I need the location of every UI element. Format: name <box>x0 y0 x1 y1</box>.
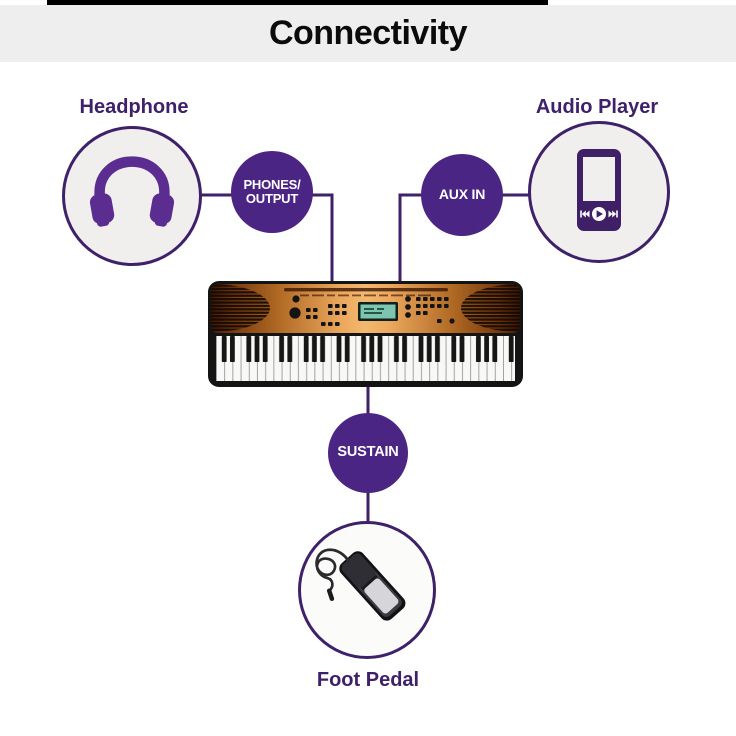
top-border-strip <box>47 0 548 5</box>
wire-phones-to-keyboard <box>311 193 334 284</box>
lcd-display <box>358 302 398 321</box>
left-speaker <box>211 284 270 332</box>
audio-player-label: Audio Player <box>535 96 659 118</box>
foot-pedal-icon <box>304 534 430 647</box>
phones-output-line1: PHONES/ <box>243 176 301 192</box>
aux-in-label: AUX IN <box>438 186 486 203</box>
page-title: Connectivity <box>268 14 468 52</box>
brand-strip <box>284 288 448 292</box>
piano-keys <box>216 336 515 381</box>
audio-player-circle <box>528 121 670 263</box>
mp3-player-icon <box>576 148 622 237</box>
right-speaker <box>461 284 520 332</box>
headphone-circle <box>62 126 202 266</box>
foot-pedal-label: Foot Pedal <box>316 669 420 691</box>
foot-pedal-circle <box>298 521 436 659</box>
panel-buttons <box>289 295 455 326</box>
headphone-label: Headphone <box>79 96 189 118</box>
keyboard-instrument-image <box>208 281 523 387</box>
aux-in-port-badge: AUX IN <box>421 154 503 236</box>
sustain-label: SUSTAIN <box>337 444 399 461</box>
headphones-icon <box>84 154 180 239</box>
wire-aux-to-keyboard <box>398 193 423 284</box>
phones-output-line2: OUTPUT <box>245 191 299 206</box>
sustain-port-badge: SUSTAIN <box>328 413 408 493</box>
panel-lettering-marks <box>300 294 431 297</box>
title-band: Connectivity <box>0 5 736 62</box>
phones-output-port-badge: PHONES/ OUTPUT <box>231 151 313 233</box>
